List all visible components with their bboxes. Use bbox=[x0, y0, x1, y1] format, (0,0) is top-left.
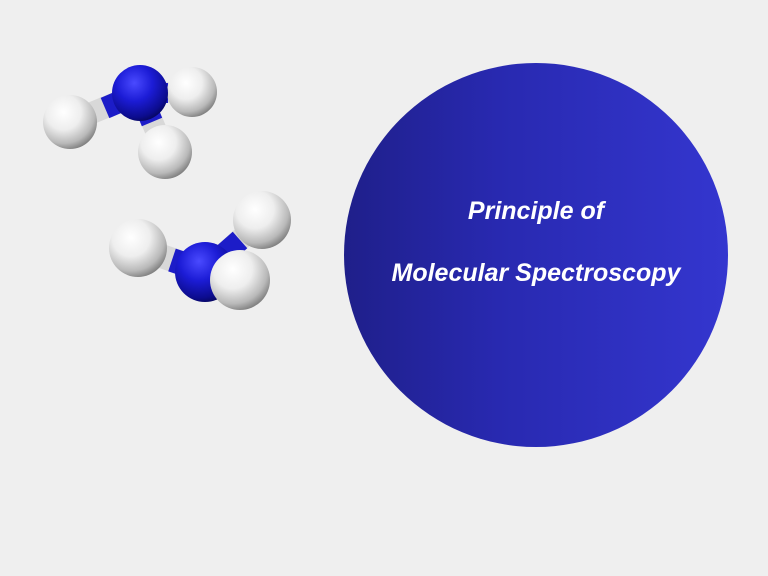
hydrogen-atom bbox=[233, 191, 291, 249]
hydrogen-atom bbox=[109, 219, 167, 277]
nitrogen-atom bbox=[175, 242, 235, 302]
title-line-2: Molecular Spectroscopy bbox=[391, 259, 681, 287]
hydrogen-atom bbox=[167, 67, 217, 117]
title-line-1: Principle of bbox=[467, 197, 605, 225]
title-circle bbox=[344, 63, 728, 447]
nitrogen-atom bbox=[112, 65, 168, 121]
hydrogen-atom bbox=[138, 125, 192, 179]
ammonia-molecule-1 bbox=[43, 65, 217, 179]
ammonia-molecule-2 bbox=[109, 191, 291, 310]
hydrogen-atom bbox=[43, 95, 97, 149]
hydrogen-atom bbox=[210, 250, 270, 310]
